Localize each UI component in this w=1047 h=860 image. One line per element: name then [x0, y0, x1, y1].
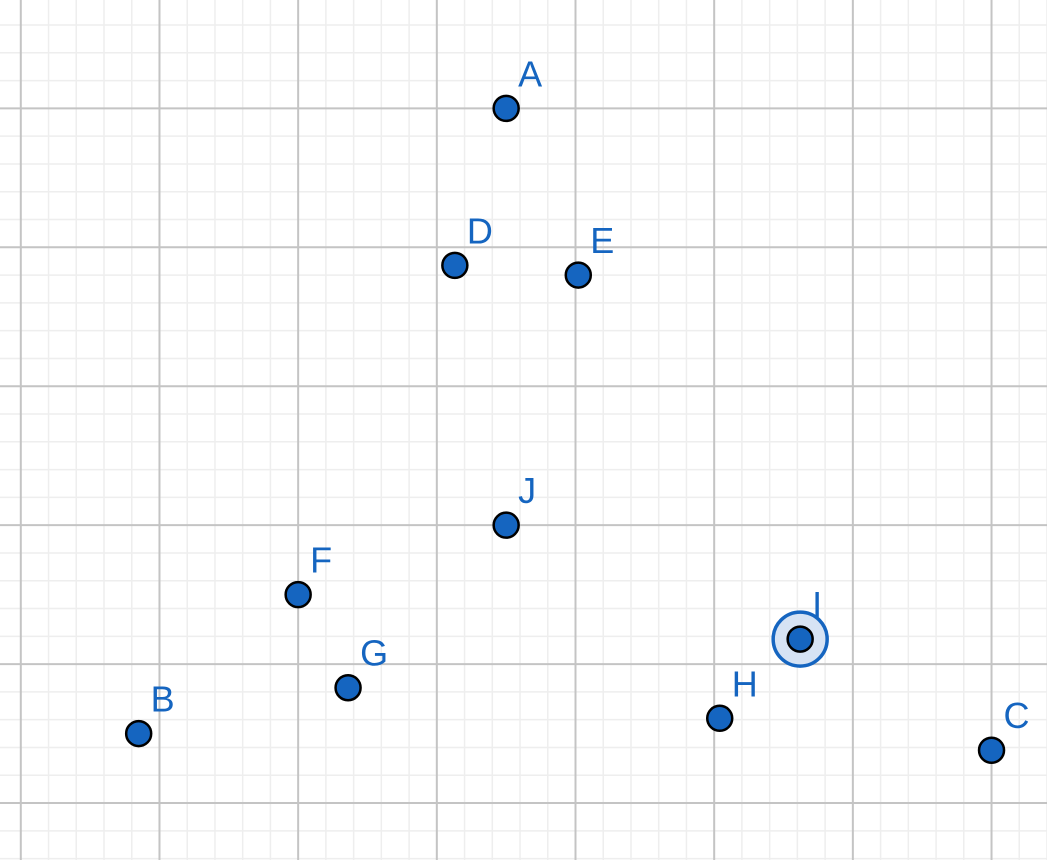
point-marker[interactable]: [334, 673, 362, 702]
point-marker[interactable]: [977, 736, 1006, 764]
point-label: H: [732, 663, 758, 704]
point-C[interactable]: C: [977, 695, 1030, 764]
point-D[interactable]: D: [441, 210, 493, 280]
point-marker[interactable]: [441, 251, 469, 280]
point-marker[interactable]: [564, 261, 593, 289]
point-marker[interactable]: [786, 625, 814, 653]
point-label: J: [518, 470, 536, 511]
point-label: G: [360, 633, 388, 674]
point-marker[interactable]: [284, 580, 312, 609]
point-label: I: [812, 584, 822, 625]
point-marker[interactable]: [124, 719, 153, 748]
point-H[interactable]: H: [705, 663, 758, 733]
point-marker[interactable]: [492, 511, 520, 539]
point-A[interactable]: A: [492, 53, 543, 123]
point-label: F: [310, 540, 332, 581]
point-label: A: [518, 53, 542, 94]
point-label: E: [590, 220, 614, 261]
point-marker[interactable]: [492, 94, 520, 123]
point-F[interactable]: F: [284, 540, 333, 609]
point-J[interactable]: J: [492, 470, 537, 539]
point-B[interactable]: B: [124, 679, 175, 748]
point-G[interactable]: G: [334, 633, 389, 702]
point-marker[interactable]: [705, 704, 734, 733]
points-layer: A B C D E F G H I J: [124, 53, 1030, 764]
point-label: C: [1004, 695, 1030, 736]
point-label: D: [467, 210, 493, 251]
point-E[interactable]: E: [564, 220, 615, 289]
point-label: B: [151, 679, 175, 720]
point-I[interactable]: I: [771, 584, 829, 668]
